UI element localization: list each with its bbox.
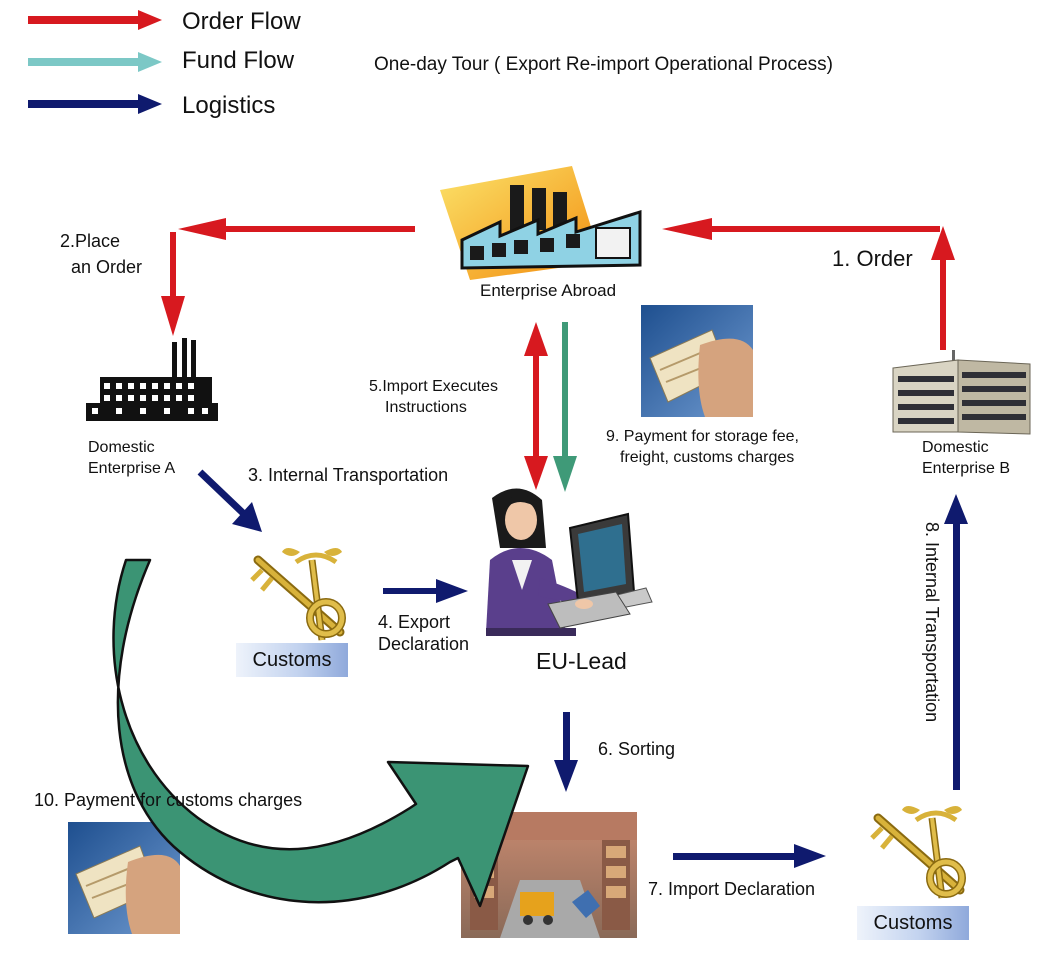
legend-order-arrow: [28, 10, 162, 30]
order-arrow-top-left: [178, 218, 415, 240]
logistics-arrow-8: [944, 494, 968, 790]
office-building-icon: [892, 350, 1031, 435]
fund-arrow-9: [553, 322, 577, 492]
domestic-b-label-line1: Domestic: [922, 439, 989, 456]
eu-lead-label: EU-Lead: [536, 648, 627, 674]
step-9-label-line2: freight, customs charges: [620, 449, 795, 466]
order-arrow-2: [161, 232, 185, 336]
step-9-label-line1: 9. Payment for storage fee,: [606, 428, 799, 445]
customs-emblem-icon: [870, 806, 966, 899]
logistics-arrow-7: [673, 844, 826, 868]
logistics-arrow-4: [383, 579, 468, 603]
step-2-label-line1: 2.Place: [60, 231, 121, 251]
step-8-label: 8. Internal Transportation: [922, 522, 942, 723]
legend-fund-flow: Fund Flow: [182, 47, 295, 74]
factory-icon: [440, 166, 642, 280]
domestic-b-label-line2: Enterprise B: [922, 460, 1011, 477]
customs-right-label: Customs: [857, 906, 969, 940]
diagram-title: One-day Tour ( Export Re-import Operatio…: [374, 54, 833, 75]
hand-card-icon: [68, 822, 180, 934]
logistics-arrow-3: [197, 469, 262, 532]
step-2-label-line2: an Order: [71, 257, 143, 277]
hand-card-icon: [641, 305, 753, 417]
step-4-label-line2: Declaration: [378, 634, 470, 654]
enterprise-abroad-label: Enterprise Abroad: [480, 281, 617, 300]
step-10-label: 10. Payment for customs charges: [34, 790, 303, 810]
legend-logistics: Logistics: [182, 92, 276, 119]
customs-payment-big-arrow: [112, 558, 530, 908]
step-5-label-line2: Instructions: [385, 399, 467, 416]
step-7-label: 7. Import Declaration: [648, 879, 816, 899]
step-6-label: 6. Sorting: [598, 739, 676, 759]
domestic-a-label-line2: Enterprise A: [88, 460, 176, 477]
logistics-arrow-6: [554, 712, 578, 792]
customs-left-label: Customs: [236, 643, 348, 677]
domestic-a-label-line1: Domestic: [88, 439, 155, 456]
step-1-label: 1. Order: [832, 246, 913, 271]
customs-emblem-icon: [250, 548, 346, 641]
step-5-label-line1: 5.Import Executes: [369, 378, 498, 395]
step-4-label-line1: 4. Export: [378, 612, 451, 632]
order-arrow-1: [931, 226, 955, 350]
legend-fund-arrow: [28, 52, 162, 72]
step-3-label: 3. Internal Transportation: [248, 465, 449, 485]
order-arrow-5: [524, 322, 548, 490]
legend-logistics-arrow: [28, 94, 162, 114]
legend-order-flow: Order Flow: [182, 8, 301, 35]
operator-at-computer-icon: [486, 488, 653, 636]
order-arrow-top-right: [662, 218, 940, 240]
factory-silhouette-icon: [86, 338, 218, 421]
